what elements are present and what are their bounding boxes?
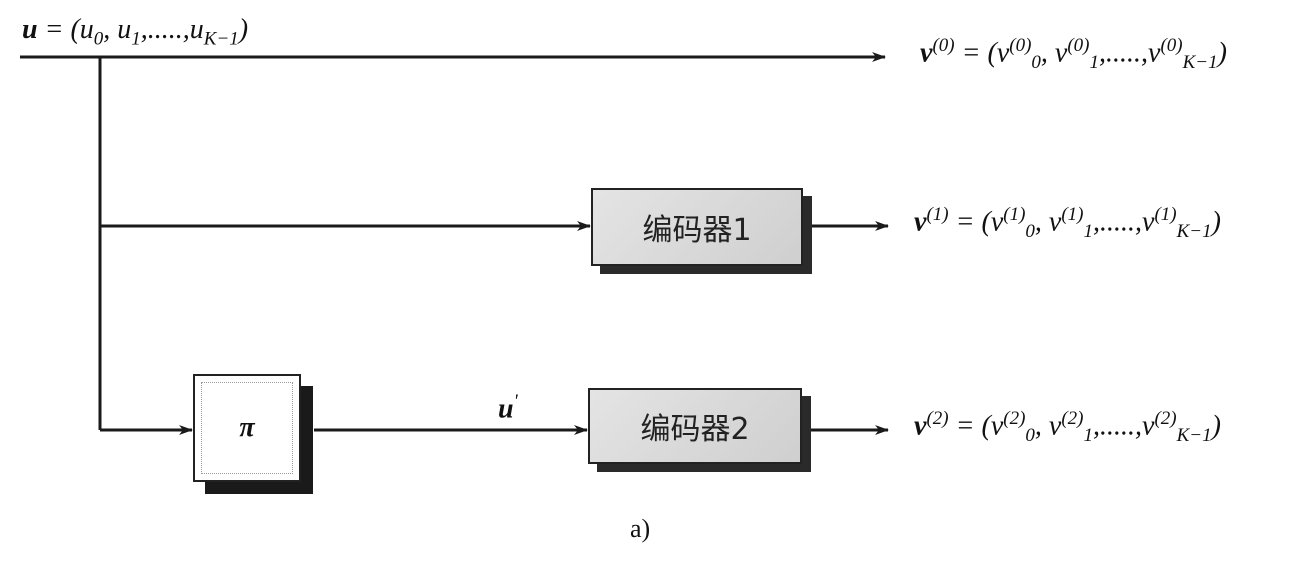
- interleaver-block: π: [193, 374, 301, 482]
- output-v2-label: v(2) = (v(2)0, v(2)1,.....,v(2)K−1): [914, 408, 1221, 446]
- output-v1-label: v(1) = (v(1)0, v(1)1,.....,v(1)K−1): [914, 204, 1221, 242]
- encoder-2-label: 编码器2: [640, 412, 750, 447]
- encoder-1-block: 编码器1: [591, 188, 803, 266]
- input-sequence-label: u = (u0, u1,.....,uK−1): [22, 14, 249, 50]
- figure-caption: a): [630, 514, 651, 543]
- output-v0-label: v(0) = (v(0)0, v(0)1,.....,v(0)K−1): [920, 35, 1227, 73]
- interleaved-sequence-label: u': [498, 391, 518, 425]
- encoder-1-label: 编码器1: [642, 213, 752, 248]
- encoder-2-block: 编码器2: [588, 388, 802, 464]
- interleaver-symbol: π: [239, 412, 255, 443]
